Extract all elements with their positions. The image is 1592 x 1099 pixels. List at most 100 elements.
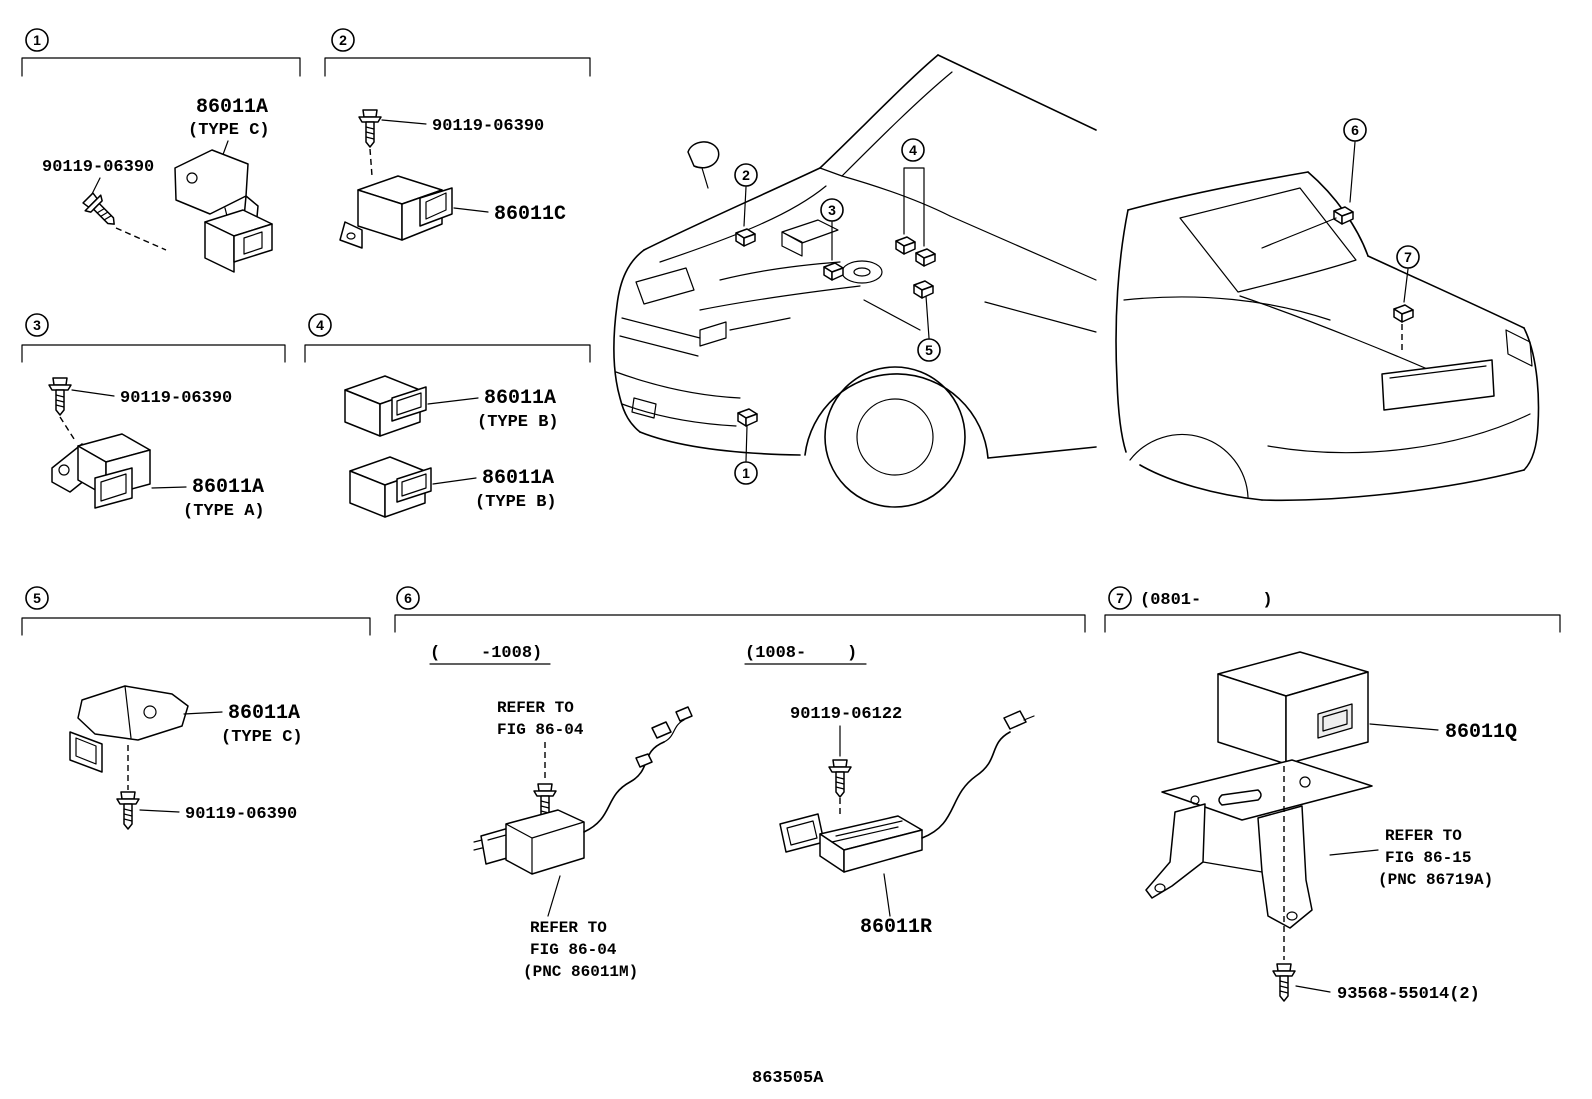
bolt-drawing-s6-late: [828, 759, 852, 798]
section-7-bracket: [1104, 614, 1561, 633]
sensor-early-drawing: [473, 706, 693, 875]
part-number-86011c: 86011C: [494, 203, 566, 226]
leader-line: [743, 186, 747, 227]
sensor-location-3: [823, 262, 844, 281]
car-callout-3-number: 3: [828, 202, 836, 218]
car-callout-5-number: 5: [925, 342, 933, 358]
part-number-86011a-c2: 86011A: [228, 702, 300, 725]
leader-line: [453, 207, 489, 213]
sensor-location-7: [1393, 304, 1414, 323]
bolt-drawing-s2: [358, 109, 382, 148]
sensor-location-4b: [915, 248, 936, 267]
bolt-number-s2: 90119-06390: [432, 117, 544, 136]
callout-3-badge: [25, 313, 49, 337]
section-5-sensor-type-c: 5 86011A (TYPE C) 90119-06390: [21, 586, 371, 830]
leader-line: [925, 295, 930, 339]
mounting-bracket-drawing: [1145, 759, 1373, 929]
car-callout-4-badge: [901, 138, 925, 162]
figure-number: 863505A: [752, 1069, 824, 1088]
section-2-bracket: [324, 57, 591, 77]
bolt-drawing-s3: [48, 377, 72, 416]
part-number-86011r: 86011R: [860, 916, 932, 939]
section-4-bracket: [304, 344, 591, 363]
sensor-86011c-drawing: [339, 175, 453, 249]
callout-1-badge: [25, 28, 49, 52]
callout-6-badge: [396, 586, 420, 610]
sensor-86011q-drawing: [1217, 651, 1369, 765]
bolt-number-s6: 90119-06122: [790, 705, 902, 724]
callout-5-number: 5: [33, 590, 41, 606]
callout-4-badge: [308, 313, 332, 337]
section-5-bracket: [21, 617, 371, 636]
section-7-sensor-86011q: 7 (0801- ) 86011Q REFER TO FIG 86-15 (PN…: [1104, 586, 1561, 1004]
part-number-86011q: 86011Q: [1445, 721, 1517, 744]
part-number-86011a-c1: 86011A: [196, 96, 268, 119]
refer-pnc-86011m-line1: REFER TO: [530, 919, 607, 937]
side-mirror: [687, 141, 720, 189]
refer-pnc-86011m-line3: (PNC 86011M): [523, 963, 638, 981]
date-range-0801: (0801- ): [1140, 591, 1273, 610]
leader-line: [1295, 985, 1331, 993]
sensor-86011a-type-b-drawing-2: [349, 456, 432, 518]
leader-line: [883, 873, 891, 917]
callout-4-number: 4: [316, 317, 324, 333]
section-3-bracket: [21, 344, 286, 363]
section-2-sensor-86011c: 2 90119-06390 86011C: [324, 28, 591, 249]
bolt-drawing-s1: [79, 189, 123, 233]
bolt-number-s5: 90119-06390: [185, 805, 297, 824]
callout-7-badge: [1108, 586, 1132, 610]
front-car-illustration: 2 3 4 5 1: [613, 54, 1097, 508]
callout-1-number: 1: [33, 32, 41, 48]
section-1-sensor-type-c: 1 86011A (TYPE C) 90119-06390: [21, 28, 301, 273]
refer-pnc-86011m-line2: FIG 86-04: [530, 941, 617, 959]
car-callout-3-badge: [820, 198, 844, 222]
part-type-a: (TYPE A): [183, 502, 265, 521]
assembly-dash-line: [59, 416, 77, 443]
leader-line: [381, 119, 427, 125]
bolt-drawing-s7: [1272, 963, 1296, 1002]
section-3-sensor-type-a: 3 90119-06390 86011A (TYPE A): [21, 313, 286, 521]
callout-5-badge: [25, 586, 49, 610]
bolt-number-s7: 93568-55014(2): [1337, 985, 1480, 1004]
car-callout-7-badge: [1396, 245, 1420, 269]
callout-3-number: 3: [33, 317, 41, 333]
car-callout-6-badge: [1343, 118, 1367, 142]
refer-fig-8604-line2: FIG 86-04: [497, 721, 584, 739]
part-number-86011a-b2: 86011A: [482, 467, 554, 490]
front-fascia-details: [615, 267, 741, 427]
tail-lamp: [1505, 329, 1533, 367]
part-type-b2: (TYPE B): [475, 493, 557, 512]
leader-line: [903, 167, 925, 247]
sensor-location-1: [737, 408, 758, 427]
car-callout-2-badge: [734, 163, 758, 187]
leader-line: [547, 875, 561, 917]
bolt-number-s1: 90119-06390: [42, 158, 154, 177]
leader-line: [432, 477, 477, 485]
callout-2-badge: [331, 28, 355, 52]
sensor-location-2: [735, 228, 756, 247]
leader-line: [1349, 141, 1356, 203]
refer-fig-8604-line1: REFER TO: [497, 699, 574, 717]
leader-line: [151, 486, 187, 489]
engine-bay-details: [699, 219, 921, 347]
bolt-drawing-s5: [116, 791, 140, 830]
car-callout-1-number: 1: [742, 465, 750, 481]
sensor-location-5: [913, 280, 934, 299]
car-callout-5-badge: [917, 338, 941, 362]
license-plate: [1381, 359, 1495, 411]
sensor-86011a-type-b-drawing-1: [344, 375, 427, 437]
sensor-86011a-type-c2-drawing: [69, 685, 189, 773]
range-early-label: ( -1008): [430, 644, 542, 663]
callout-2-number: 2: [339, 32, 347, 48]
sensor-location-4a: [895, 236, 916, 255]
sensor-86011a-type-c-drawing: [174, 149, 273, 273]
part-number-86011a-a: 86011A: [192, 476, 264, 499]
section-6-bracket: [394, 614, 1086, 633]
callout-7-number: 7: [1116, 590, 1124, 606]
range-late-label: (1008- ): [745, 644, 857, 663]
leader-line: [427, 397, 479, 405]
leader-line: [139, 809, 180, 813]
section-1-bracket: [21, 57, 301, 77]
refer-fig-8615-line2: FIG 86-15: [1385, 849, 1471, 867]
